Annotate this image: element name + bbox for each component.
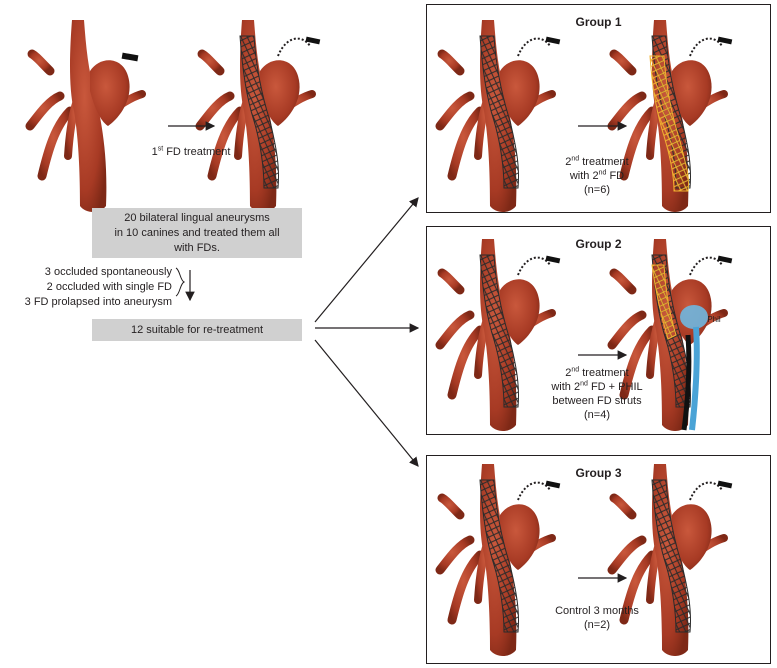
summary-line-3: with FDs. — [174, 242, 220, 254]
group1-title: Group 1 — [575, 15, 622, 29]
summary-line-2: in 10 canines and treated them all — [114, 227, 280, 239]
first-fd-label: 1st FD treatment — [151, 145, 231, 158]
group3-caption: Control 3 months (n=2) — [555, 605, 639, 631]
summary-box: 20 bilateral lingual aneurysms in 10 can… — [92, 208, 302, 258]
group1-caption: 2nd treatment with 2nd FD (n=6) — [565, 155, 629, 196]
group2-panel: Group 2 2nd treatment with 2nd FD + PHIL… — [426, 226, 771, 435]
vessel-first-fd — [200, 20, 322, 212]
retreat-label: 12 suitable for re-treatment — [130, 324, 264, 336]
arrow-to-group1 — [314, 197, 419, 323]
exclusion-2: 2 occluded with single FD — [46, 281, 172, 293]
retreat-box: 12 suitable for re-treatment — [92, 319, 302, 341]
summary-line-1: 20 bilateral lingual aneurysms — [124, 212, 270, 224]
group2-caption: 2nd treatment with 2nd FD + PHIL between… — [551, 366, 643, 421]
brace — [175, 267, 186, 297]
group2-title: Group 2 — [575, 237, 622, 251]
exclusion-3: 3 FD prolapsed into aneurysm — [24, 296, 172, 308]
vessel-initial — [30, 20, 142, 212]
phil-blob — [680, 305, 708, 329]
group3-panel: Group 3 Control 3 months (n=2) — [426, 455, 771, 664]
group1-panel: Group 1 2nd treatment with 2nd FD (n=6) — [426, 4, 771, 213]
group3-title: Group 3 — [575, 466, 622, 480]
phil-label: Phil — [707, 315, 721, 324]
arrow-to-group3 — [314, 339, 419, 467]
g1-vessel-right — [612, 20, 734, 212]
g2-vessel-right — [612, 239, 734, 431]
exclusion-1: 3 occluded spontaneously — [44, 266, 172, 278]
